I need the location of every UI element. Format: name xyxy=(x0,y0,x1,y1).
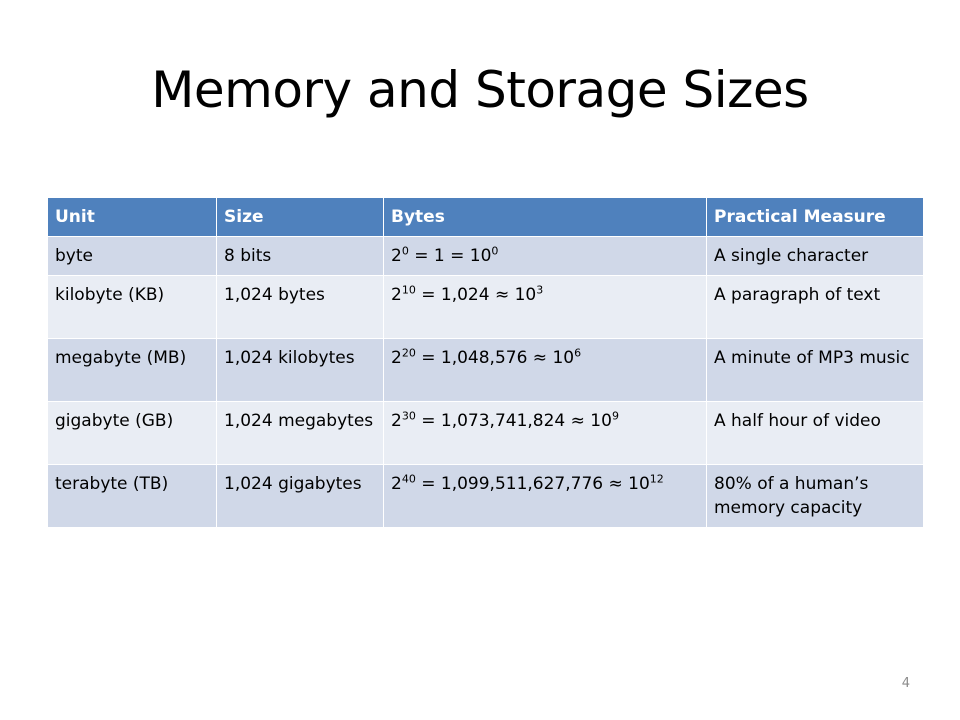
table-row: terabyte (TB) 1,024 gigabytes 240 = 1,09… xyxy=(47,464,924,528)
cell-bytes: 20 = 1 = 100 xyxy=(383,236,707,276)
header-practical-measure: Practical Measure xyxy=(706,197,924,237)
cell-practical: 80% of a human’s memory capacity xyxy=(706,464,924,528)
bytes-power-of-ten: 3 xyxy=(536,283,544,297)
cell-size: 1,024 gigabytes xyxy=(216,464,384,528)
cell-unit: gigabyte (GB) xyxy=(47,401,217,465)
cell-practical: A single character xyxy=(706,236,924,276)
table-header-row: Unit Size Bytes Practical Measure xyxy=(47,197,924,237)
cell-size: 1,024 kilobytes xyxy=(216,338,384,402)
cell-size: 1,024 megabytes xyxy=(216,401,384,465)
bytes-power-of-ten: 6 xyxy=(574,346,582,360)
bytes-power-of-ten: 12 xyxy=(649,472,664,486)
cell-size: 8 bits xyxy=(216,236,384,276)
table-row: kilobyte (KB) 1,024 bytes 210 = 1,024 ≈ … xyxy=(47,275,924,339)
bytes-value: = 1,048,576 ≈ 10 xyxy=(415,348,575,368)
cell-bytes: 230 = 1,073,741,824 ≈ 109 xyxy=(383,401,707,465)
bytes-value: = 1,024 ≈ 10 xyxy=(415,285,537,305)
bytes-exponent: 10 xyxy=(401,283,416,297)
header-bytes: Bytes xyxy=(383,197,707,237)
bytes-power-of-ten: 0 xyxy=(491,244,499,258)
cell-unit: megabyte (MB) xyxy=(47,338,217,402)
header-size: Size xyxy=(216,197,384,237)
cell-unit: kilobyte (KB) xyxy=(47,275,217,339)
table-row: gigabyte (GB) 1,024 megabytes 230 = 1,07… xyxy=(47,401,924,465)
bytes-value: = 1 = 10 xyxy=(408,246,492,266)
cell-bytes: 220 = 1,048,576 ≈ 106 xyxy=(383,338,707,402)
cell-practical: A minute of MP3 music xyxy=(706,338,924,402)
page-number: 4 xyxy=(901,676,910,691)
cell-unit: byte xyxy=(47,236,217,276)
cell-practical: A paragraph of text xyxy=(706,275,924,339)
slide-title: Memory and Storage Sizes xyxy=(151,61,809,119)
table-row: byte 8 bits 20 = 1 = 100 A single charac… xyxy=(47,236,924,276)
bytes-value: = 1,073,741,824 ≈ 10 xyxy=(415,411,612,431)
cell-bytes: 240 = 1,099,511,627,776 ≈ 1012 xyxy=(383,464,707,528)
bytes-exponent: 40 xyxy=(401,472,416,486)
bytes-value: = 1,099,511,627,776 ≈ 10 xyxy=(415,474,650,494)
header-unit: Unit xyxy=(47,197,217,237)
cell-unit: terabyte (TB) xyxy=(47,464,217,528)
cell-size: 1,024 bytes xyxy=(216,275,384,339)
bytes-exponent: 0 xyxy=(401,244,409,258)
bytes-power-of-ten: 9 xyxy=(611,409,619,423)
cell-bytes: 210 = 1,024 ≈ 103 xyxy=(383,275,707,339)
bytes-exponent: 20 xyxy=(401,346,416,360)
table-row: megabyte (MB) 1,024 kilobytes 220 = 1,04… xyxy=(47,338,924,402)
cell-practical: A half hour of video xyxy=(706,401,924,465)
memory-sizes-table: Unit Size Bytes Practical Measure byte 8… xyxy=(47,197,924,528)
bytes-exponent: 30 xyxy=(401,409,416,423)
